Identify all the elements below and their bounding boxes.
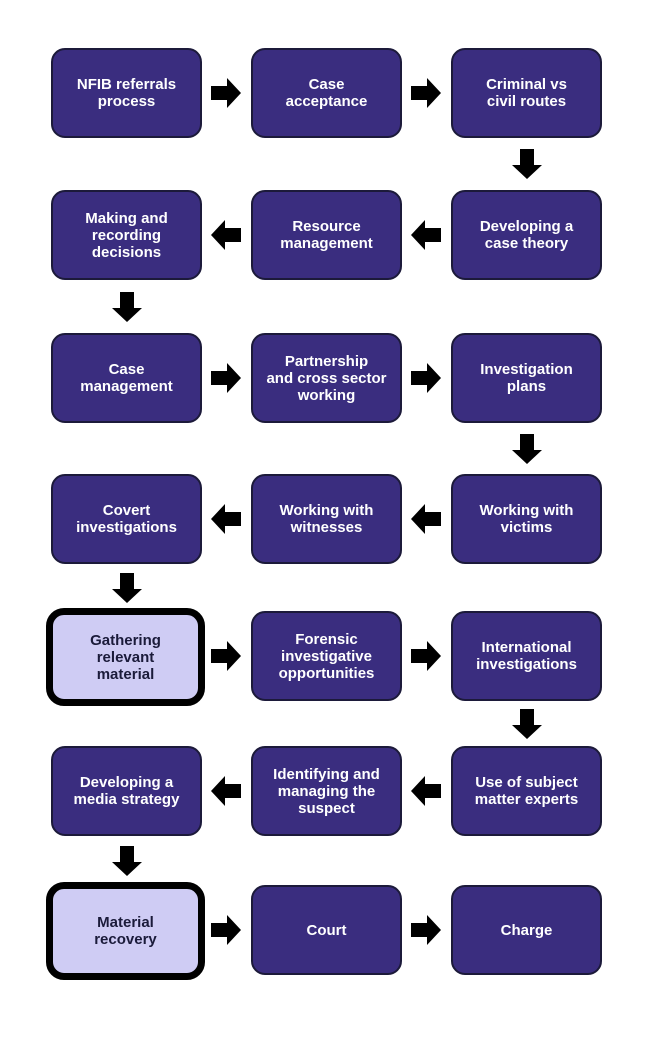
arrow-right-icon [209, 76, 243, 110]
step-court: Court [251, 885, 402, 975]
arrow-down-icon [510, 432, 544, 466]
step-case-management: Case management [51, 333, 202, 423]
step-developing-a-case-theory: Developing a case theory [451, 190, 602, 280]
arrow-down-icon [110, 290, 144, 324]
step-working-with-victims: Working with victims [451, 474, 602, 564]
step-working-with-witnesses: Working with witnesses [251, 474, 402, 564]
arrow-right-icon [409, 913, 443, 947]
arrow-right-icon [409, 639, 443, 673]
step-making-and-recording-decisions: Making and recording decisions [51, 190, 202, 280]
arrow-right-icon [209, 639, 243, 673]
step-resource-management: Resource management [251, 190, 402, 280]
step-identifying-and-managing-the-suspect: Identifying and managing the suspect [251, 746, 402, 836]
arrow-down-icon [510, 147, 544, 181]
step-use-of-subject-matter-experts: Use of subject matter experts [451, 746, 602, 836]
step-criminal-vs-civil-routes: Criminal vs civil routes [451, 48, 602, 138]
arrow-down-icon [110, 844, 144, 878]
arrow-left-icon [409, 774, 443, 808]
arrow-left-icon [209, 502, 243, 536]
step-material-recovery: Material recovery [46, 882, 205, 980]
arrow-down-icon [110, 571, 144, 605]
arrow-left-icon [409, 218, 443, 252]
arrow-right-icon [409, 76, 443, 110]
step-charge: Charge [451, 885, 602, 975]
arrow-right-icon [409, 361, 443, 395]
arrow-left-icon [409, 502, 443, 536]
step-case-acceptance: Case acceptance [251, 48, 402, 138]
step-partnership-and-cross-sector-working: Partnership and cross sector working [251, 333, 402, 423]
step-gathering-relevant-material: Gathering relevant material [46, 608, 205, 706]
arrow-left-icon [209, 774, 243, 808]
arrow-right-icon [209, 913, 243, 947]
arrow-left-icon [209, 218, 243, 252]
step-forensic-investigative-opportunities: Forensic investigative opportunities [251, 611, 402, 701]
step-covert-investigations: Covert investigations [51, 474, 202, 564]
step-developing-a-media-strategy: Developing a media strategy [51, 746, 202, 836]
arrow-right-icon [209, 361, 243, 395]
step-investigation-plans: Investigation plans [451, 333, 602, 423]
step-international-investigations: International investigations [451, 611, 602, 701]
arrow-down-icon [510, 707, 544, 741]
step-nfib-referrals-process: NFIB referrals process [51, 48, 202, 138]
